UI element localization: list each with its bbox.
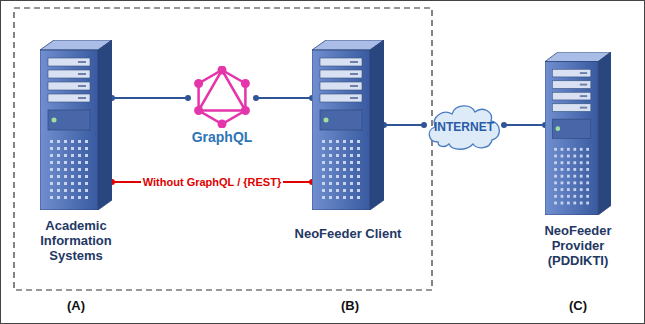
connector: [381, 122, 427, 128]
server-label: Academic Information Systems: [20, 218, 132, 263]
connector: [501, 122, 548, 128]
dashed-group-boundary: [14, 8, 432, 290]
server-node: NeoFeeder Client: [312, 40, 384, 210]
technology-label: GraphQL: [192, 129, 253, 145]
cloud-label: INTERNET: [434, 120, 494, 134]
part-label: (C): [569, 298, 587, 313]
connector-label: Without GraphQL / {REST}: [141, 176, 283, 188]
connector: [253, 95, 315, 101]
server-icon: [545, 52, 611, 215]
connector: [109, 95, 191, 101]
cloud-node: INTERNET: [424, 98, 504, 152]
server-node: Academic Information Systems: [40, 40, 112, 210]
server-label: NeoFeeder Provider (PDDIKTI): [530, 223, 626, 268]
part-label: (A): [67, 298, 85, 313]
graphql-logo: [188, 66, 256, 128]
server-icon: [312, 40, 384, 210]
part-label: (B): [341, 298, 359, 313]
server-label: NeoFeeder Client: [283, 226, 413, 241]
server-node: NeoFeeder Provider (PDDIKTI): [545, 52, 611, 215]
server-icon: [40, 40, 112, 210]
graphql-node: GraphQL: [188, 66, 256, 128]
